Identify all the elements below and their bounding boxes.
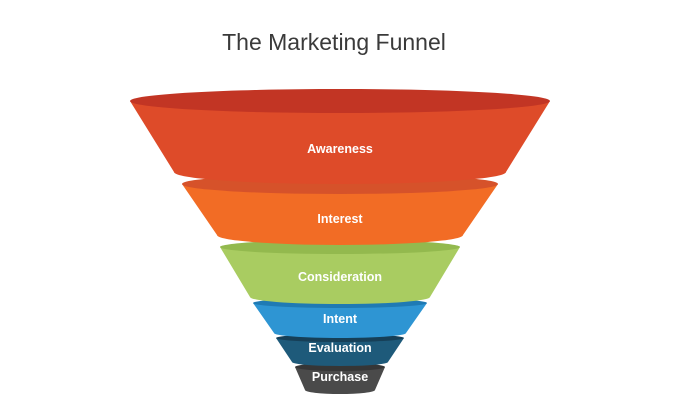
funnel-stage-interest: Interest xyxy=(182,174,498,245)
funnel-awareness-segment-body xyxy=(130,101,550,184)
funnel-stage-evaluation: Evaluation xyxy=(276,334,404,366)
funnel-stage-consideration: Consideration xyxy=(220,240,460,304)
diagram-title: The Marketing Funnel xyxy=(222,29,446,55)
funnel-interest-segment-body xyxy=(182,184,498,245)
funnel-stage-intent: Intent xyxy=(253,298,427,338)
stage-label-awareness: Awareness xyxy=(307,142,373,156)
funnel-stages: Purchase Evaluation Intent Consideration Int… xyxy=(130,89,550,394)
funnel-stage-purchase: Purchase xyxy=(295,363,385,394)
stage-label-intent: Intent xyxy=(323,312,358,326)
funnel-awareness-segment-rim xyxy=(130,89,550,113)
funnel-consideration-segment-body xyxy=(220,247,460,304)
funnel-purchase-segment-body xyxy=(295,367,385,394)
stage-label-consideration: Consideration xyxy=(298,270,382,284)
stage-label-evaluation: Evaluation xyxy=(308,341,371,355)
funnel-intent-segment-body xyxy=(253,303,427,338)
funnel-stage-awareness: Awareness xyxy=(130,89,550,184)
funnel-evaluation-segment-body xyxy=(276,338,404,366)
stage-label-purchase: Purchase xyxy=(312,370,368,384)
stage-label-interest: Interest xyxy=(317,212,363,226)
